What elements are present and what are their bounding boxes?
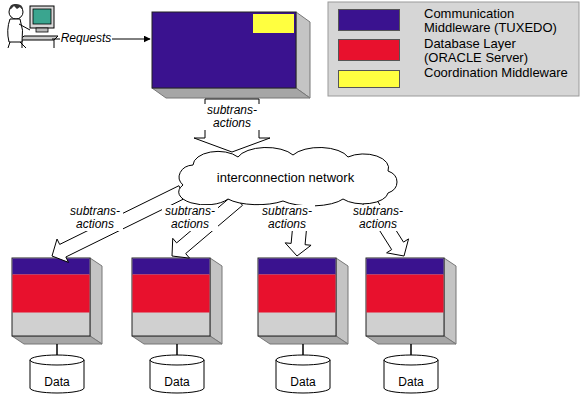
user-icon bbox=[8, 19, 23, 42]
user-icon bbox=[30, 6, 54, 28]
subtransaction-label: subtrans- actions bbox=[350, 205, 406, 231]
legend-text: Database Layer (ORACLE Server) bbox=[424, 37, 569, 65]
database-server bbox=[132, 336, 222, 344]
database-server bbox=[258, 258, 348, 358]
database-server bbox=[259, 275, 336, 313]
data-label: Data bbox=[383, 375, 439, 389]
database-cylinder: Data bbox=[383, 355, 439, 394]
user-icon bbox=[54, 40, 55, 48]
subtransaction-label: subtrans- actions bbox=[204, 104, 260, 130]
legend-panel bbox=[328, 2, 579, 96]
database-server bbox=[132, 258, 222, 358]
coordinator-server bbox=[152, 12, 296, 88]
request-label: Requests bbox=[60, 32, 113, 45]
coordinator-server bbox=[253, 14, 294, 33]
database-server bbox=[367, 259, 444, 275]
coordinator-server bbox=[152, 12, 310, 98]
database-server bbox=[12, 336, 102, 344]
database-server bbox=[258, 258, 336, 336]
database-server bbox=[90, 258, 102, 344]
database-server bbox=[12, 258, 90, 336]
subtransaction-arrow bbox=[194, 99, 270, 152]
cylinder-rim bbox=[30, 360, 84, 365]
legend-text: Communication Middleware (TUXEDO) bbox=[424, 7, 569, 35]
data-label: Data bbox=[275, 375, 331, 389]
database-server bbox=[366, 258, 444, 336]
request-arrow bbox=[112, 39, 150, 40]
data-label: Data bbox=[149, 375, 205, 389]
cylinder-body bbox=[30, 355, 84, 393]
cylinder-rim bbox=[150, 360, 204, 365]
data-label: Data bbox=[29, 375, 85, 389]
network-label: interconnection network bbox=[163, 170, 408, 185]
user-icon bbox=[36, 28, 48, 32]
subtransaction-label: subtrans- actions bbox=[259, 205, 315, 231]
subtransaction-label: subtrans- actions bbox=[67, 205, 123, 231]
coordinator-server bbox=[296, 12, 310, 98]
coordinator-server bbox=[152, 88, 310, 98]
diagram-art bbox=[52, 99, 409, 262]
database-server bbox=[367, 275, 444, 313]
database-server bbox=[13, 259, 90, 275]
database-server bbox=[258, 336, 348, 344]
database-server bbox=[133, 275, 210, 313]
database-server bbox=[444, 258, 456, 344]
cylinder-body bbox=[276, 355, 330, 393]
database-server bbox=[12, 258, 102, 358]
user-icon bbox=[8, 42, 26, 48]
database-cylinder: Data bbox=[29, 355, 85, 394]
database-server bbox=[133, 259, 210, 275]
legend-swatch bbox=[338, 39, 400, 61]
cylinder-rim bbox=[276, 360, 330, 365]
user-icon bbox=[33, 9, 51, 24]
diagram-art bbox=[12, 258, 456, 358]
legend-text: Coordination Middleware bbox=[424, 66, 569, 80]
database-server bbox=[210, 258, 222, 344]
database-server bbox=[366, 336, 456, 344]
database-server bbox=[259, 259, 336, 275]
database-cylinder: Data bbox=[275, 355, 331, 394]
cylinder-rim bbox=[384, 360, 438, 365]
legend-swatch bbox=[338, 70, 400, 88]
user-icon bbox=[8, 4, 58, 48]
database-server bbox=[13, 275, 90, 313]
legend-swatch bbox=[338, 9, 400, 31]
user-icon bbox=[19, 24, 30, 30]
database-cylinder: Data bbox=[149, 355, 205, 394]
database-server bbox=[132, 258, 210, 336]
database-server bbox=[336, 258, 348, 344]
cylinder-body bbox=[150, 355, 204, 393]
cylinder-body bbox=[384, 355, 438, 393]
database-server bbox=[366, 258, 456, 358]
user-icon bbox=[9, 4, 23, 10]
subtransaction-label: subtrans- actions bbox=[162, 205, 218, 231]
network-cloud: interconnection network bbox=[163, 150, 408, 204]
